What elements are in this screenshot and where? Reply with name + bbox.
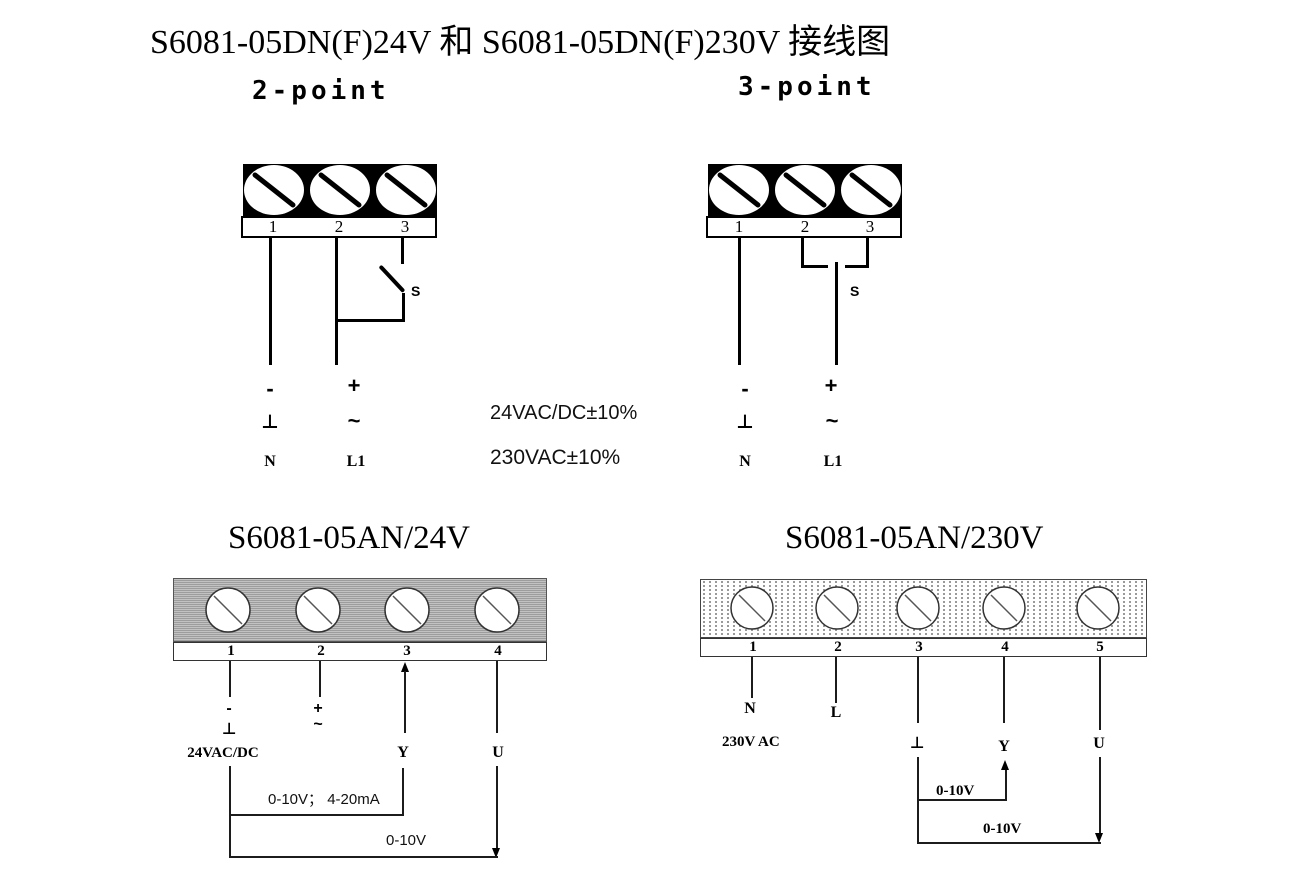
an230-supply-label: 230V AC xyxy=(722,734,780,750)
terminal-number: 3 xyxy=(915,639,923,655)
wire-horizontal xyxy=(229,856,498,858)
an230-terminal-strip: 1 2 3 4 5 xyxy=(700,638,1147,657)
wire-vertical xyxy=(335,238,338,365)
wire-vertical xyxy=(1005,766,1007,801)
ground-symbol: ⊥ xyxy=(261,411,279,433)
two-point-terminal-strip: 1 2 3 xyxy=(241,216,437,238)
an24-u-label: U xyxy=(492,744,504,761)
wire-vertical xyxy=(496,766,498,850)
ac-symbol: ~ xyxy=(347,408,361,433)
plus-symbol: + xyxy=(347,373,361,398)
wire-horizontal xyxy=(917,842,1101,844)
wire-vertical xyxy=(835,657,837,703)
wire-vertical xyxy=(1003,657,1005,723)
an24-supply-label: 24VAC/DC xyxy=(187,745,259,761)
an24-y-signal-label: 0-10V； 4-20mA xyxy=(268,791,380,808)
wire-vertical xyxy=(751,657,753,698)
wire-vertical xyxy=(404,671,406,733)
three-point-terminal-screws xyxy=(708,164,902,216)
wire-horizontal xyxy=(801,265,828,268)
neutral-label: N xyxy=(739,453,751,470)
line-label: L1 xyxy=(823,453,843,470)
switch-label: S xyxy=(411,283,421,299)
an230-y-signal-label: 0-10V xyxy=(936,783,975,799)
wire-horizontal xyxy=(336,319,405,322)
line-label: L1 xyxy=(346,453,366,470)
terminal-number: 3 xyxy=(403,643,411,659)
terminal-number: 2 xyxy=(834,639,842,655)
arrow-up-icon xyxy=(1001,760,1009,770)
wire-vertical xyxy=(835,262,838,365)
switch-blade xyxy=(378,264,406,293)
an24-y-label: Y xyxy=(397,744,409,761)
terminal-number: 1 xyxy=(268,217,278,236)
supply-voltage-24v: 24VAC/DC±10% xyxy=(490,402,638,424)
ac-symbol: ~ xyxy=(825,408,839,433)
wire-vertical xyxy=(1099,757,1101,835)
terminal-number: 1 xyxy=(227,643,235,659)
an24-terminal-screws xyxy=(205,587,520,633)
ac-symbol: ~ xyxy=(313,716,323,733)
wire-vertical xyxy=(866,238,869,268)
an230-u-signal-label: 0-10V xyxy=(983,821,1022,837)
an24-u-signal-label: 0-10V xyxy=(386,832,427,849)
an230-title: S6081-05AN/230V xyxy=(785,520,1044,556)
neutral-label: N xyxy=(264,453,276,470)
wire-vertical xyxy=(269,238,272,365)
an24-title: S6081-05AN/24V xyxy=(228,520,471,556)
wire-vertical xyxy=(402,293,405,322)
terminal-number: 1 xyxy=(734,217,744,236)
ground-symbol: ⊥ xyxy=(221,719,237,738)
three-point-terminal-strip: 1 2 3 xyxy=(706,216,902,238)
an230-y-label: Y xyxy=(998,738,1010,755)
wire-vertical xyxy=(1099,657,1101,730)
terminal-number: 2 xyxy=(800,217,810,236)
wire-vertical xyxy=(917,657,919,723)
an230-neutral-label: N xyxy=(744,700,756,717)
wire-vertical xyxy=(229,661,231,697)
wire-horizontal xyxy=(917,799,1007,801)
wire-vertical xyxy=(801,238,804,268)
wire-vertical xyxy=(229,766,231,858)
wire-vertical xyxy=(319,661,321,697)
terminal-number: 2 xyxy=(317,643,325,659)
wire-horizontal xyxy=(229,814,404,816)
ground-symbol: ⊥ xyxy=(909,733,925,752)
switch-label: S xyxy=(850,283,860,299)
minus-symbol: - xyxy=(266,376,274,401)
wire-vertical xyxy=(402,768,404,816)
terminal-number: 3 xyxy=(865,217,875,236)
wire-vertical xyxy=(738,238,741,365)
an24-terminal-strip: 1 2 3 4 xyxy=(173,642,547,661)
plus-symbol: + xyxy=(824,373,838,398)
two-point-terminal-screws xyxy=(243,164,437,216)
terminal-number: 3 xyxy=(400,217,410,236)
wire-horizontal xyxy=(845,265,869,268)
an230-line-label: L xyxy=(830,704,842,721)
minus-symbol: - xyxy=(741,376,749,401)
terminal-number: 1 xyxy=(749,639,757,655)
three-point-label: 3-point xyxy=(738,72,876,102)
an230-u-label: U xyxy=(1093,735,1105,752)
wire-vertical xyxy=(496,661,498,733)
terminal-number: 2 xyxy=(334,217,344,236)
ground-symbol: ⊥ xyxy=(736,411,754,433)
minus-symbol: - xyxy=(226,700,232,717)
wire-vertical xyxy=(401,238,404,264)
arrow-down-icon xyxy=(1095,833,1103,843)
terminal-number: 4 xyxy=(1001,639,1009,655)
arrow-up-icon xyxy=(401,662,409,672)
terminal-number: 4 xyxy=(494,643,502,659)
supply-voltage-230v: 230VAC±10% xyxy=(490,446,621,469)
arrow-down-icon xyxy=(492,848,500,858)
diagram-title: S6081-05DN(F)24V 和 S6081-05DN(F)230V 接线图 xyxy=(150,24,891,61)
terminal-number: 5 xyxy=(1096,639,1104,655)
plus-symbol: + xyxy=(313,700,323,717)
two-point-label: 2-point xyxy=(252,76,390,106)
an230-terminal-screws xyxy=(730,586,1120,630)
